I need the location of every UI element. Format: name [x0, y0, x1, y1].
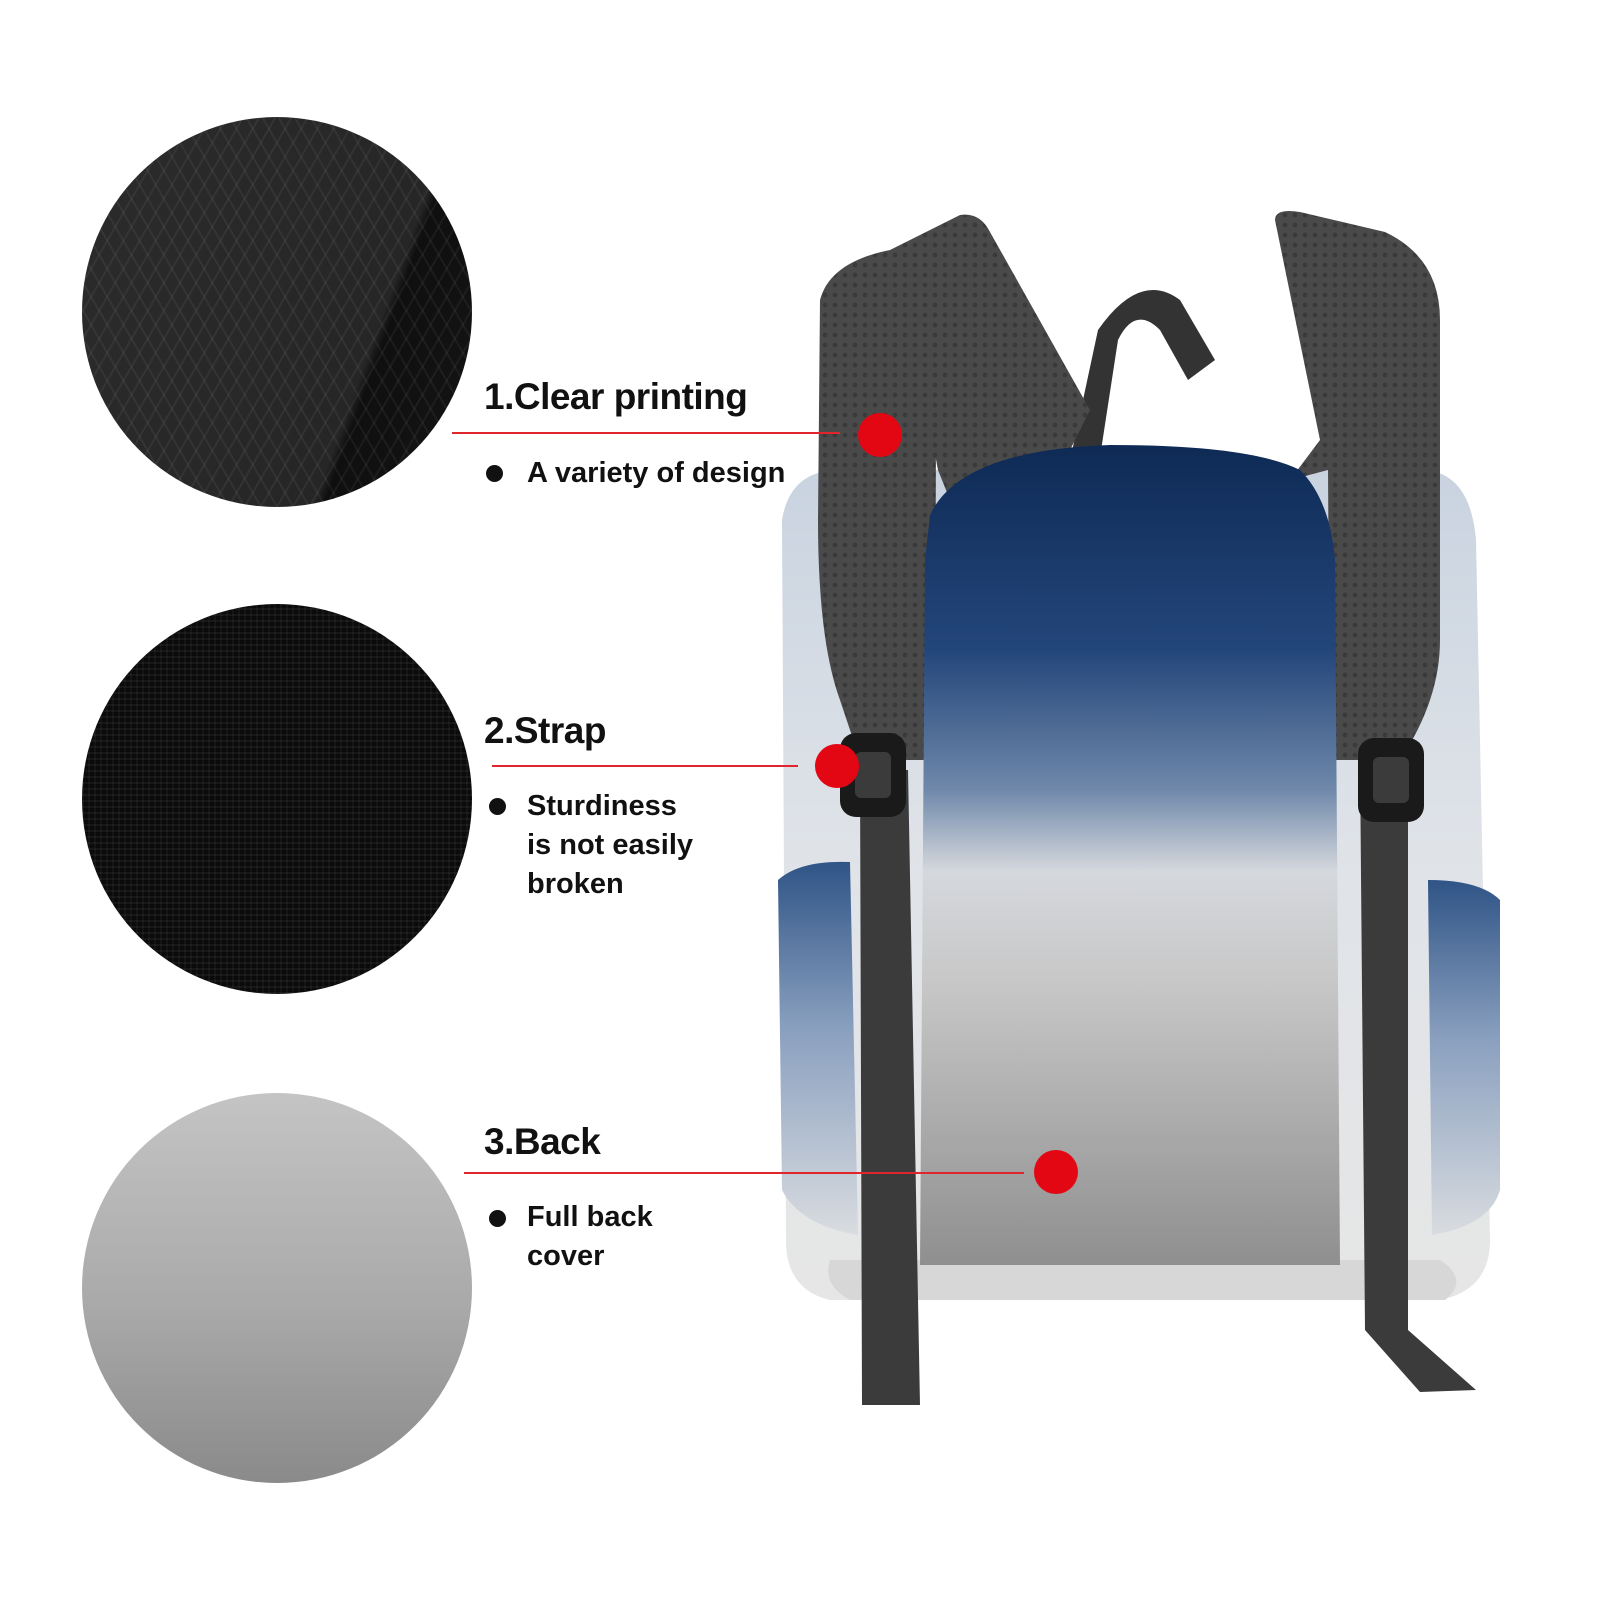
- bag-base: [828, 1260, 1457, 1300]
- left-side-pocket: [778, 861, 858, 1235]
- mesh-fabric-closeup: [82, 117, 472, 507]
- feature-desc-line: A variety of design: [527, 457, 786, 489]
- feature-title-3: 3.Back: [484, 1121, 601, 1162]
- feature-desc-1: A variety of design: [527, 454, 785, 493]
- leader-line-3: [464, 1172, 1024, 1174]
- bag-front-body: [920, 445, 1340, 1265]
- feature-desc-line: Sturdiness: [527, 790, 677, 822]
- callout-dot-2: [815, 744, 859, 788]
- bullet-dot: [486, 465, 503, 482]
- feature-desc-2: Sturdiness is not easily broken: [527, 787, 693, 904]
- right-side-pocket: [1428, 880, 1500, 1235]
- feature-desc-line: cover: [527, 1240, 605, 1272]
- bullet-dot: [489, 1210, 506, 1227]
- top-handle: [1068, 290, 1215, 470]
- feature-title-1: 1.Clear printing: [484, 376, 748, 417]
- leader-line-2: [492, 765, 798, 767]
- right-shoulder-strap: [1275, 211, 1440, 760]
- callout-dot-3: [1034, 1150, 1078, 1194]
- feature-desc-line: is not easily: [527, 829, 694, 861]
- back-panel-closeup: [82, 1093, 472, 1483]
- strap-buckle-closeup: [82, 604, 472, 994]
- leader-line-1: [452, 432, 840, 434]
- feature-title-2: 2.Strap: [484, 710, 606, 751]
- feature-desc-3: Full back cover: [527, 1198, 653, 1276]
- bullet-dot: [489, 798, 506, 815]
- feature-desc-line: Full back: [527, 1201, 653, 1233]
- left-lower-strap: [860, 770, 920, 1405]
- callout-dot-1: [858, 413, 902, 457]
- feature-desc-line: broken: [527, 868, 624, 900]
- right-lower-strap: [1360, 760, 1476, 1392]
